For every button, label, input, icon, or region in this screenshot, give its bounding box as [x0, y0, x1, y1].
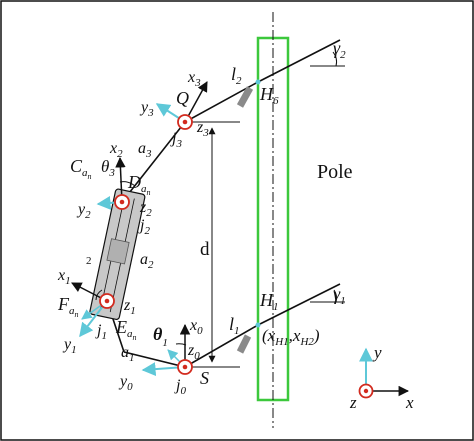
x3-label: x3 [187, 69, 201, 89]
theta1-label: θ1 [153, 324, 168, 349]
x0-label: x0 [189, 317, 203, 337]
theta3-angle-arc [119, 181, 136, 187]
h1-coordinate-label: (xH1,xH2) [262, 326, 320, 348]
e-an-label: Ean [115, 317, 137, 342]
lower-link-line [123, 283, 341, 368]
frame-y-label: y [372, 343, 382, 362]
y0-label: y0 [118, 373, 133, 393]
j1-label: j1 [95, 322, 107, 342]
frame-z-label: z [349, 393, 357, 412]
l1-label: l1 [229, 314, 240, 337]
j3-label: j3 [170, 130, 182, 150]
sensor-lower [236, 334, 252, 354]
upper-link-line [121, 39, 341, 203]
h6-label: H6 [259, 84, 279, 107]
gamma2-angle-arc [332, 51, 337, 67]
link-a2-body [89, 188, 146, 321]
angle-2-label: 2 [86, 255, 92, 267]
a2-label: a2 [140, 251, 154, 271]
joint-j0 [177, 359, 193, 375]
joint-j3 [177, 114, 193, 130]
j0-label: j0 [174, 377, 186, 397]
theta3-label: θ3 [101, 157, 115, 179]
y1-label: y1 [62, 336, 77, 356]
z3-label: z3 [196, 119, 209, 139]
j2-label: j2 [138, 217, 150, 237]
h1-contact-point [255, 322, 261, 328]
frame-x-label: x [405, 393, 414, 412]
joint-j2 [114, 194, 130, 210]
sensor-upper [236, 86, 254, 108]
h1-label: H1 [259, 290, 279, 313]
theta1-angle-arc [175, 343, 187, 346]
c-an-label: Can [70, 156, 92, 181]
gamma2-label: γ2 [333, 38, 346, 61]
d-an-label: Dan [127, 172, 151, 197]
h6-contact-point [255, 79, 261, 85]
pole-label: Pole [317, 161, 353, 183]
f-an-label: Fan [57, 294, 79, 319]
z0-label: z0 [187, 342, 200, 362]
gamma1-label: γ1 [333, 284, 346, 307]
a3-label: a3 [138, 140, 152, 160]
a1-label: a1 [121, 344, 135, 364]
q-label: Q [176, 88, 189, 108]
frame-origin-joint [358, 383, 374, 399]
x2-label: x2 [109, 140, 123, 160]
z1-label: z1 [123, 297, 136, 317]
z2-label: z2 [139, 199, 152, 219]
x1-label: x1 [57, 267, 71, 287]
gamma1-angle-arc [333, 289, 338, 303]
y3-label: y3 [139, 99, 154, 119]
angle-arc-2 [95, 289, 103, 301]
d-label: d [200, 239, 210, 260]
y2-label: y2 [76, 201, 91, 221]
l2-label: l2 [231, 64, 242, 87]
s-label: S [200, 368, 209, 388]
joint-j1 [99, 293, 115, 309]
